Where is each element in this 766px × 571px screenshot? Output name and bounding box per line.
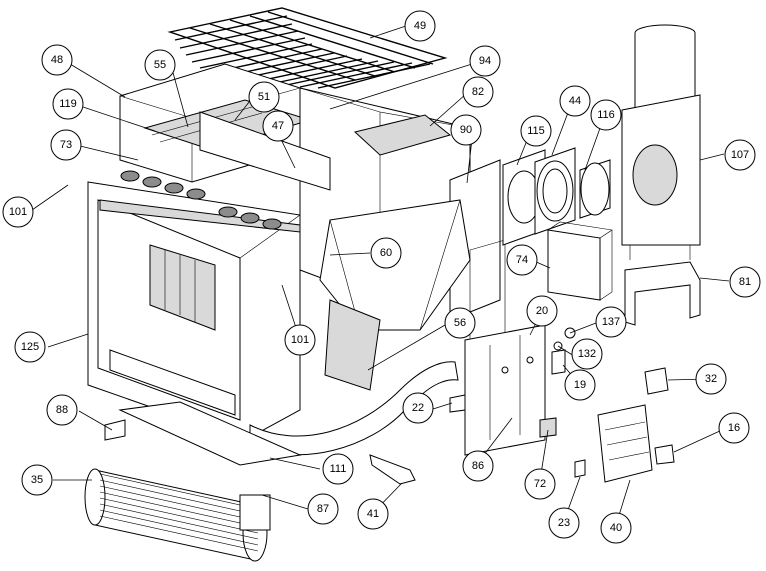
power-connector xyxy=(644,367,669,395)
callout-51: 51 xyxy=(248,81,280,113)
callout-19: 19 xyxy=(564,369,596,401)
callout-60: 60 xyxy=(370,237,402,269)
callout-label: 35 xyxy=(31,474,43,486)
callout-label: 86 xyxy=(472,460,484,472)
callout-label: 115 xyxy=(527,125,545,137)
callout-label: 60 xyxy=(380,247,392,259)
small-cover xyxy=(654,444,675,465)
sensor-probe xyxy=(369,454,416,485)
callouts: 49 48 55 94 119 51 82 47 44 116 115 90 7… xyxy=(2,10,761,544)
relay-part xyxy=(551,349,566,375)
callout-82: 82 xyxy=(462,76,494,108)
callout-label: 74 xyxy=(516,254,528,266)
air-box xyxy=(547,229,601,301)
callout-label: 116 xyxy=(597,109,615,121)
pin-part xyxy=(574,459,586,478)
callout-115: 115 xyxy=(520,115,552,147)
callout-label: 49 xyxy=(414,20,426,32)
callout-35: 35 xyxy=(21,464,53,496)
callout-label: 132 xyxy=(578,348,596,360)
callout-55: 55 xyxy=(144,49,176,81)
callout-label: 19 xyxy=(574,379,586,391)
callout-119: 119 xyxy=(52,88,84,120)
blower-fan xyxy=(84,468,271,562)
callout-88: 88 xyxy=(46,394,78,426)
callout-32: 32 xyxy=(695,363,727,395)
callout-137: 137 xyxy=(595,306,627,338)
callout-49: 49 xyxy=(404,10,436,42)
callout-label: 111 xyxy=(330,463,347,475)
callout-label: 107 xyxy=(731,149,749,161)
callout-label: 56 xyxy=(454,317,466,329)
callout-74: 74 xyxy=(506,244,538,276)
callout-111: 111 xyxy=(322,453,354,485)
callout-label: 94 xyxy=(479,55,491,67)
callout-101-upper: 101 xyxy=(2,196,34,228)
top-grate xyxy=(167,7,448,89)
callout-label: 32 xyxy=(705,373,717,385)
callout-label: 20 xyxy=(536,305,548,317)
callout-94: 94 xyxy=(469,45,501,77)
callout-label: 51 xyxy=(258,91,270,103)
clip-part xyxy=(104,419,126,441)
callout-16: 16 xyxy=(718,412,750,444)
callout-48: 48 xyxy=(41,44,73,76)
callout-86: 86 xyxy=(462,450,494,482)
callout-label: 125 xyxy=(21,341,39,353)
control-board xyxy=(597,404,653,483)
callout-label: 41 xyxy=(367,508,379,520)
callout-label: 81 xyxy=(739,276,751,288)
callout-label: 101 xyxy=(291,334,309,346)
callout-label: 16 xyxy=(728,422,740,434)
callout-label: 82 xyxy=(472,86,484,98)
callout-label: 40 xyxy=(610,522,622,534)
callout-101-lower: 101 xyxy=(284,324,316,356)
bottom-plate xyxy=(118,401,302,466)
callout-label: 44 xyxy=(569,95,581,107)
callout-label: 88 xyxy=(56,404,68,416)
callout-20: 20 xyxy=(526,295,558,327)
mounting-bracket xyxy=(624,261,701,326)
convection-duct xyxy=(249,361,459,456)
callout-label: 47 xyxy=(272,120,284,132)
callout-label: 119 xyxy=(59,98,77,110)
callout-47: 47 xyxy=(262,110,294,142)
part-drawings xyxy=(84,7,701,562)
callout-87: 87 xyxy=(307,493,339,525)
callout-116: 116 xyxy=(590,99,622,131)
vent-adapter-parts xyxy=(502,147,611,246)
fitting-part xyxy=(449,394,466,413)
callout-125: 125 xyxy=(14,331,46,363)
callout-72: 72 xyxy=(524,468,556,500)
callout-label: 48 xyxy=(51,54,63,66)
callout-132: 132 xyxy=(571,338,603,370)
callout-label: 101 xyxy=(9,206,27,218)
front-frame xyxy=(87,170,301,441)
callout-44: 44 xyxy=(559,85,591,117)
callout-label: 55 xyxy=(154,59,166,71)
exhaust-pipe xyxy=(621,24,701,260)
callout-label: 72 xyxy=(534,478,546,490)
callout-label: 137 xyxy=(602,316,620,328)
callout-56: 56 xyxy=(444,307,476,339)
callout-label: 22 xyxy=(412,402,424,414)
callout-90: 90 xyxy=(450,114,482,146)
callout-label: 87 xyxy=(317,503,329,515)
callout-22: 22 xyxy=(402,392,434,424)
callout-label: 73 xyxy=(60,139,72,151)
callout-23: 23 xyxy=(548,507,580,539)
callout-label: 90 xyxy=(460,124,472,136)
callout-41: 41 xyxy=(357,498,389,530)
callout-40: 40 xyxy=(600,512,632,544)
callout-label: 23 xyxy=(558,517,570,529)
control-plate xyxy=(464,324,557,456)
callout-81: 81 xyxy=(729,266,761,298)
callout-107: 107 xyxy=(724,139,756,171)
callout-73: 73 xyxy=(50,129,82,161)
